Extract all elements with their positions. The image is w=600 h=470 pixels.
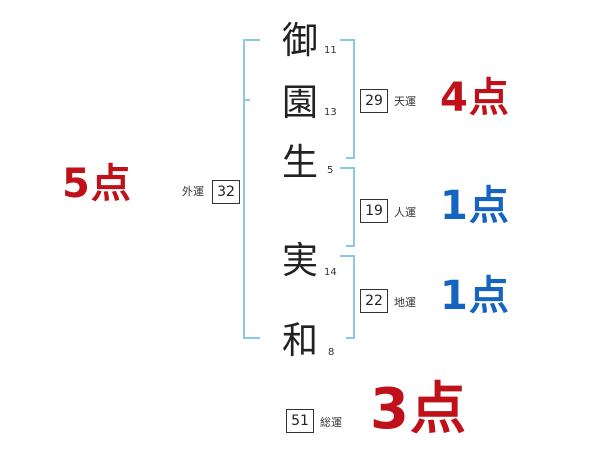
gaiun-label: 外運 [182,185,204,198]
name-char-5: 和 [282,320,319,363]
chiun-value-box: 22 [360,289,388,313]
stroke-count-4: 14 [324,267,337,278]
tenun-bracket [340,39,355,159]
jinun-bracket [340,167,355,247]
souun-value-box: 51 [286,409,314,433]
gaiun-value-box: 32 [212,180,240,204]
gaiun-score: 5点 [62,161,132,207]
tenun-score: 4点 [440,75,510,121]
name-char-2: 園 [282,82,319,125]
jinun-score: 1点 [440,183,510,229]
stroke-count-5: 8 [328,347,335,358]
souun-label: 総運 [320,416,342,429]
stroke-count-1: 11 [324,45,337,56]
souun-score: 3点 [370,377,467,442]
chiun-score: 1点 [440,273,510,319]
tenun-label: 天運 [394,95,416,108]
chiun-label: 地運 [394,296,416,309]
chiun-bracket [340,255,355,339]
name-char-4: 実 [282,240,319,283]
name-char-1: 御 [282,20,319,63]
jinun-value-box: 19 [360,199,388,223]
stroke-count-2: 13 [324,107,337,118]
stroke-count-3: 5 [327,165,334,176]
outer-bracket [243,39,260,339]
jinun-label: 人運 [394,206,416,219]
tenun-value-box: 29 [360,89,388,113]
name-char-3: 生 [282,142,319,185]
